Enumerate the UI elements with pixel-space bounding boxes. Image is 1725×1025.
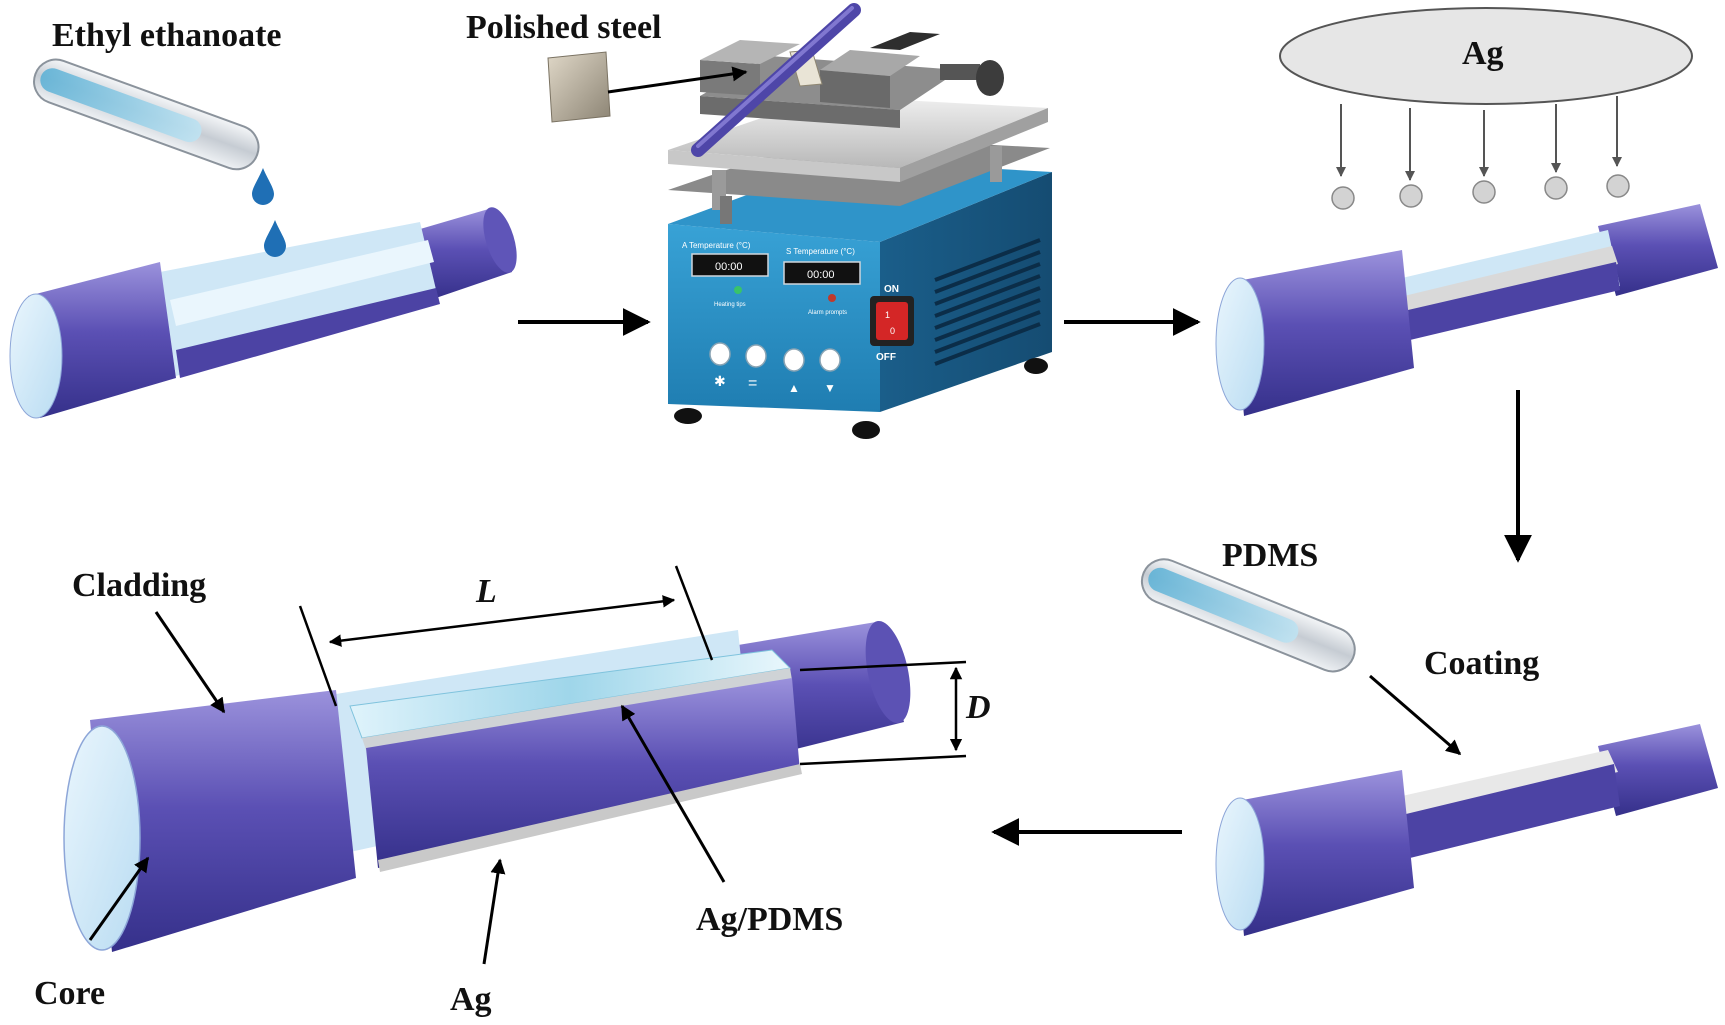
s-temp-value: 00:00: [807, 269, 835, 281]
switch-mark-0: 0: [890, 326, 895, 336]
panel-button-4[interactable]: [819, 348, 841, 372]
label-length: L: [475, 573, 497, 610]
alarm-led: [828, 294, 836, 302]
ag-source-target: [1279, 7, 1693, 105]
heating-tips-label: Heating tips: [714, 302, 746, 308]
label-ag-pdms: Ag/PDMS: [696, 901, 843, 938]
label-ag-source: Ag: [1462, 35, 1504, 72]
label-pdms: PDMS: [1222, 537, 1318, 574]
label-polished-steel: Polished steel: [466, 9, 661, 46]
test-tube-ethyl: [33, 58, 260, 171]
switch-off-label: OFF: [876, 352, 896, 363]
step3-fiber: [1215, 204, 1718, 416]
heating-led: [734, 286, 742, 294]
pointer-polished-steel: [607, 66, 748, 94]
ag-particles: [1331, 174, 1630, 210]
label-ethyl-ethanoate: Ethyl ethanoate: [52, 17, 282, 54]
pointer-cladding: [154, 611, 226, 714]
button-glyph-1: ✱: [714, 373, 726, 389]
drops-icon: [252, 168, 286, 257]
a-temp-value: 00:00: [715, 261, 743, 273]
panel-button-3[interactable]: [783, 348, 805, 372]
a-temp-display: [691, 253, 769, 277]
test-tube-pdms: [1140, 558, 1356, 673]
step4-fiber: [1215, 724, 1718, 936]
pointer-core: [88, 856, 150, 941]
step1-fiber: [9, 207, 517, 419]
switch-on-label: ON: [884, 284, 899, 295]
label-ag: Ag: [450, 981, 492, 1018]
label-cladding: Cladding: [72, 567, 206, 604]
s-temp-label: S Temperature (°C): [786, 247, 855, 256]
s-temp-display: [783, 261, 861, 285]
pointer-ag: [482, 858, 506, 965]
heater-machine: A Temperature (°C) S Temperature (°C) 00…: [668, 3, 1052, 439]
panel-button-1[interactable]: [709, 342, 731, 366]
ag-deposition-arrows: [1336, 96, 1622, 181]
panel-button-2[interactable]: [745, 344, 767, 368]
a-temp-label: A Temperature (°C): [682, 241, 751, 250]
switch-mark-1: 1: [885, 310, 890, 320]
label-core: Core: [34, 975, 105, 1012]
button-glyph-2: =: [748, 375, 757, 392]
pointer-ag-pdms: [620, 704, 726, 883]
alarm-prompts-label: Alarm prompts: [808, 310, 847, 316]
dimension-length: [298, 565, 714, 707]
final-fiber: [63, 620, 911, 952]
button-glyph-3: ▲: [788, 381, 800, 395]
label-coating: Coating: [1424, 645, 1539, 682]
dimension-diameter: [799, 660, 967, 766]
pointer-coating: [1369, 674, 1462, 756]
button-glyph-4: ▼: [824, 381, 836, 395]
polished-steel-block: [547, 51, 611, 123]
label-diameter: D: [965, 689, 991, 726]
